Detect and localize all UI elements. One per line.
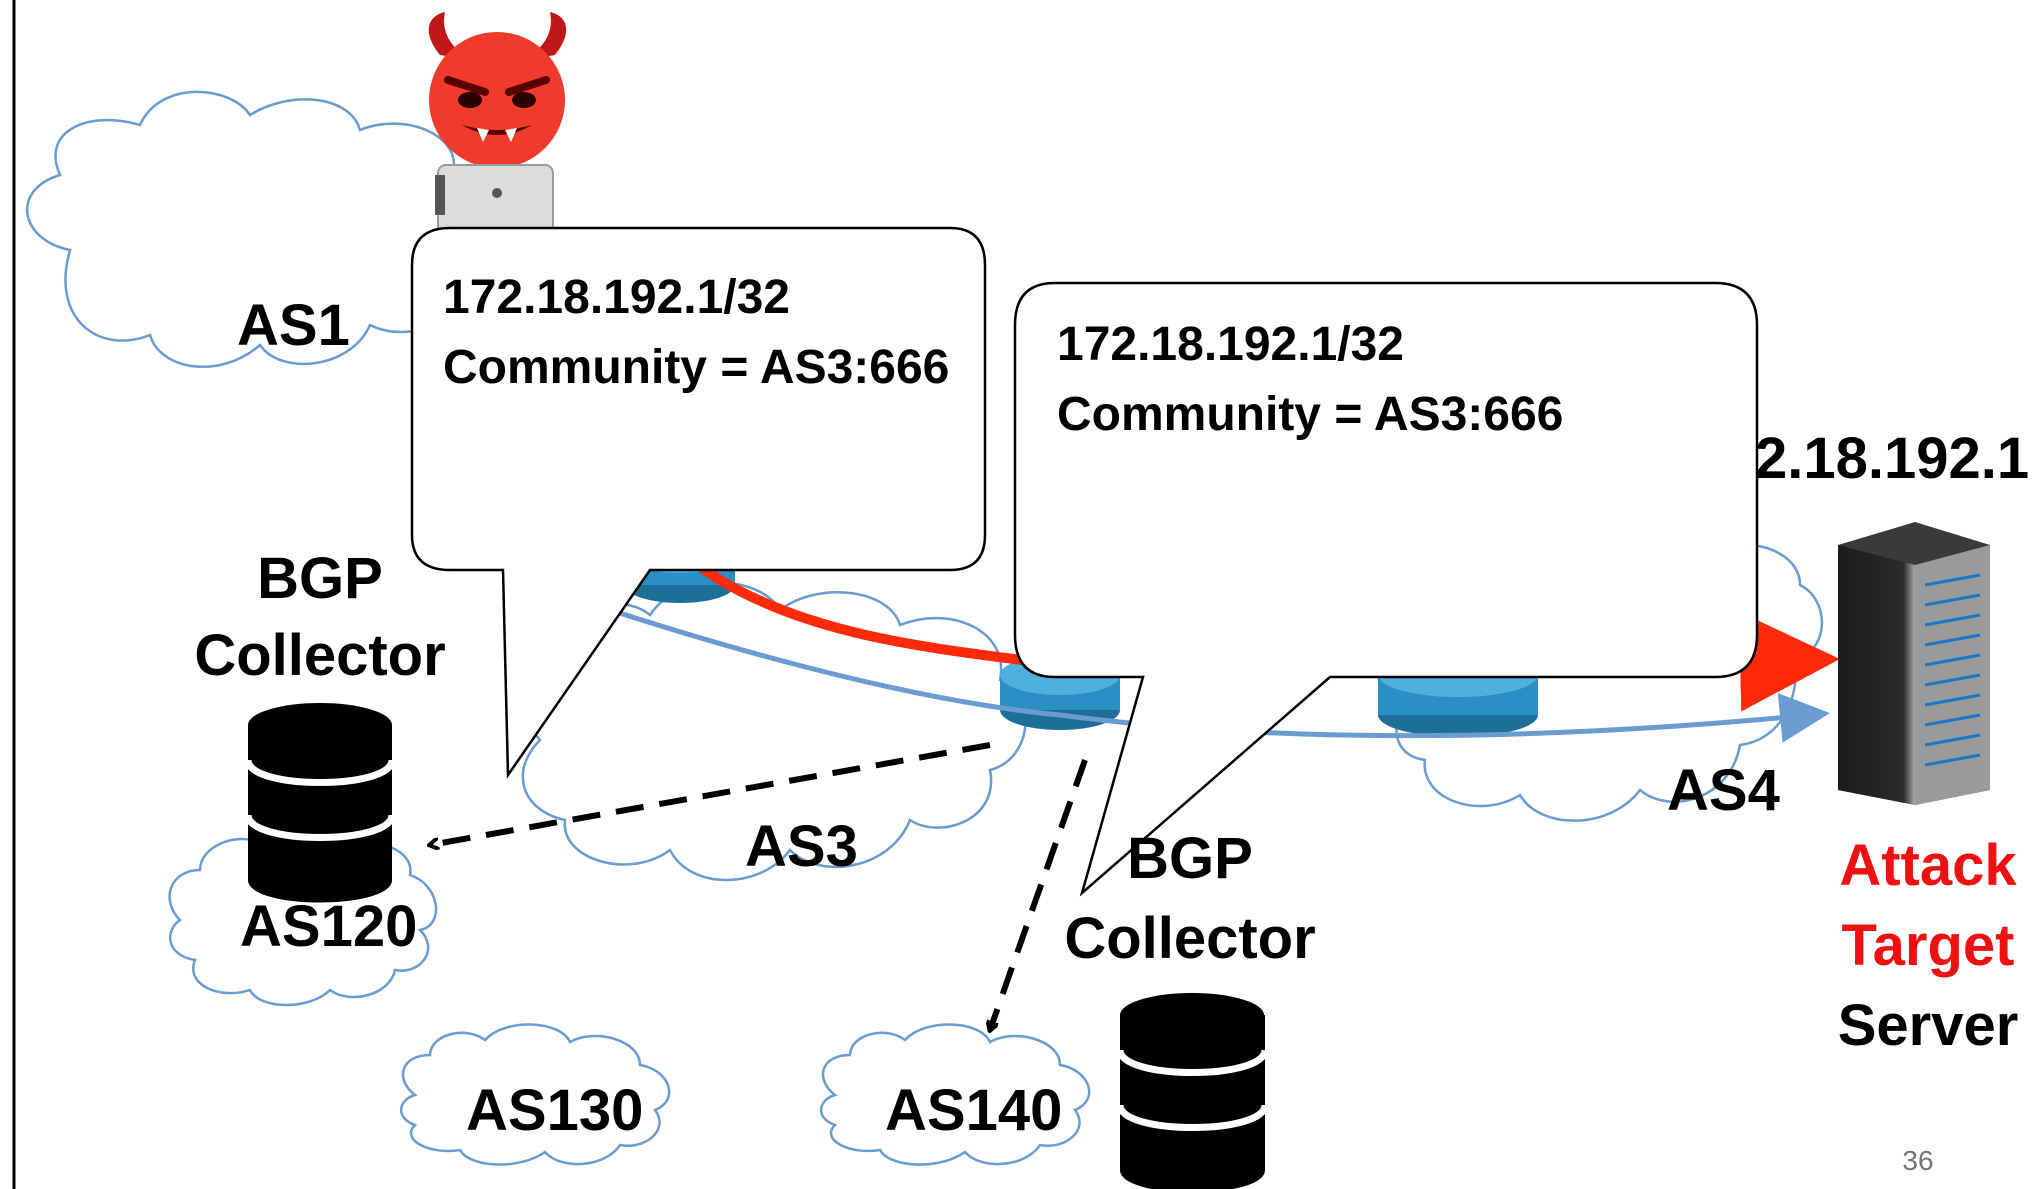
as3-label: AS3	[745, 814, 858, 879]
as140-cloud	[819, 1023, 1091, 1166]
as130-label: AS130	[466, 1078, 643, 1143]
as1-label: AS1	[237, 293, 350, 358]
laptop-icon	[435, 164, 554, 241]
target-line2: Target	[1842, 913, 2015, 978]
database-icon	[244, 703, 396, 903]
callout-2-community: Community = AS3:666	[1057, 388, 1563, 441]
left-collector-line2: Collector	[194, 623, 445, 688]
as140-label: AS140	[885, 1078, 1062, 1143]
callout-2	[1013, 281, 1759, 897]
page-number: 36	[1902, 1145, 1933, 1176]
callout-1	[410, 226, 987, 779]
devil-attacker-icon	[428, 12, 567, 168]
target-line1: Attack	[1839, 833, 2017, 898]
database-icon	[1116, 993, 1269, 1189]
as130-cloud	[399, 1023, 671, 1166]
callout-1-prefix: 172.18.192.1/32	[443, 271, 790, 324]
callout-2-prefix: 172.18.192.1/32	[1057, 318, 1404, 371]
server-icon	[1838, 522, 1990, 805]
target-ip-label: 2.18.192.1	[1755, 426, 2029, 491]
as4-label: AS4	[1667, 758, 1780, 823]
right-collector-line1: BGP	[1127, 826, 1253, 891]
target-line3: Server	[1838, 993, 2019, 1058]
announce-arrow-as140	[990, 759, 1088, 1030]
legit-path	[579, 597, 1830, 743]
right-collector-line2: Collector	[1064, 906, 1315, 971]
as120-cloud	[168, 827, 438, 1007]
left-collector-line1: BGP	[257, 546, 383, 611]
callout-1-community: Community = AS3:666	[443, 341, 949, 394]
announce-arrow-as120	[430, 742, 991, 845]
as120-label: AS120	[240, 894, 417, 959]
